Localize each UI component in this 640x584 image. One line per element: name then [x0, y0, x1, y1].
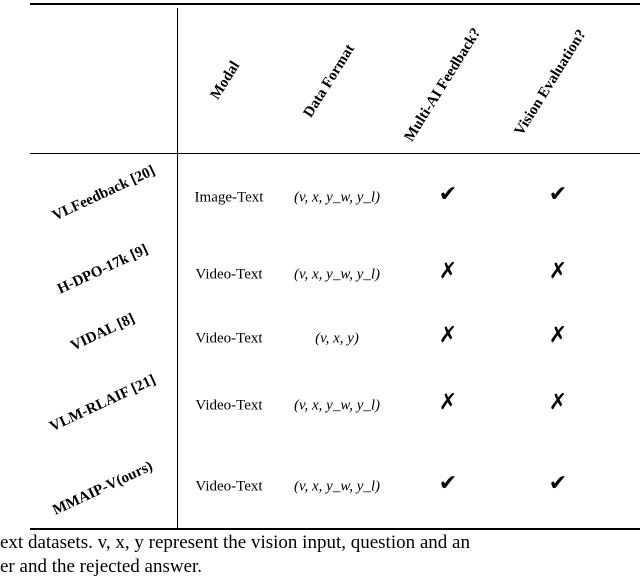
- row-header-dataset: VLM-RLAIF [21]: [47, 372, 159, 436]
- cell-data-format: (v, x, y_w, y_l): [293, 478, 381, 495]
- table-bottom-rule: [30, 528, 640, 530]
- cross-icon: ✗: [438, 390, 458, 415]
- row-header-dataset: H-DPO-17k [9]: [55, 241, 151, 298]
- table-top-rule: [30, 3, 640, 5]
- check-icon: ✔: [548, 182, 568, 207]
- caption-line-1: ext datasets. v, x, y represent the visi…: [0, 532, 470, 553]
- cell-modal: Video-Text: [195, 478, 263, 495]
- cross-icon: ✗: [548, 259, 568, 284]
- column-divider: [177, 8, 178, 528]
- cross-icon: ✗: [438, 323, 458, 348]
- column-header-vision-evaluation: Vision Evaluation?: [511, 26, 590, 139]
- row-header-dataset: VLFeedback [20]: [49, 162, 158, 225]
- cell-modal: Video-Text: [195, 397, 263, 414]
- cell-modal: Video-Text: [195, 330, 263, 347]
- row-header-dataset: MMAIP-V(ours): [50, 458, 156, 519]
- cell-data-format: (v, x, y_w, y_l): [293, 189, 381, 206]
- header-bottom-rule: [30, 153, 640, 154]
- check-icon: ✔: [438, 182, 458, 207]
- cell-data-format: (v, x, y_w, y_l): [293, 266, 381, 283]
- caption-line-2: er and the rejected answer.: [0, 556, 203, 577]
- cross-icon: ✗: [438, 259, 458, 284]
- check-icon: ✔: [548, 471, 568, 496]
- column-header-multi-ai-feedback: Multi-AI Feedback?: [401, 25, 485, 145]
- row-header-dataset: VIDAL [8]: [68, 310, 138, 355]
- cross-icon: ✗: [548, 390, 568, 415]
- cell-data-format: (v, x, y): [315, 330, 359, 347]
- cell-modal: Video-Text: [195, 266, 263, 283]
- check-icon: ✔: [438, 471, 458, 496]
- cross-icon: ✗: [548, 323, 568, 348]
- cell-modal: Image-Text: [194, 189, 264, 206]
- cell-data-format: (v, x, y_w, y_l): [293, 397, 381, 414]
- column-header-data-format: Data Format: [300, 41, 359, 121]
- column-header-modal: Modal: [207, 58, 244, 103]
